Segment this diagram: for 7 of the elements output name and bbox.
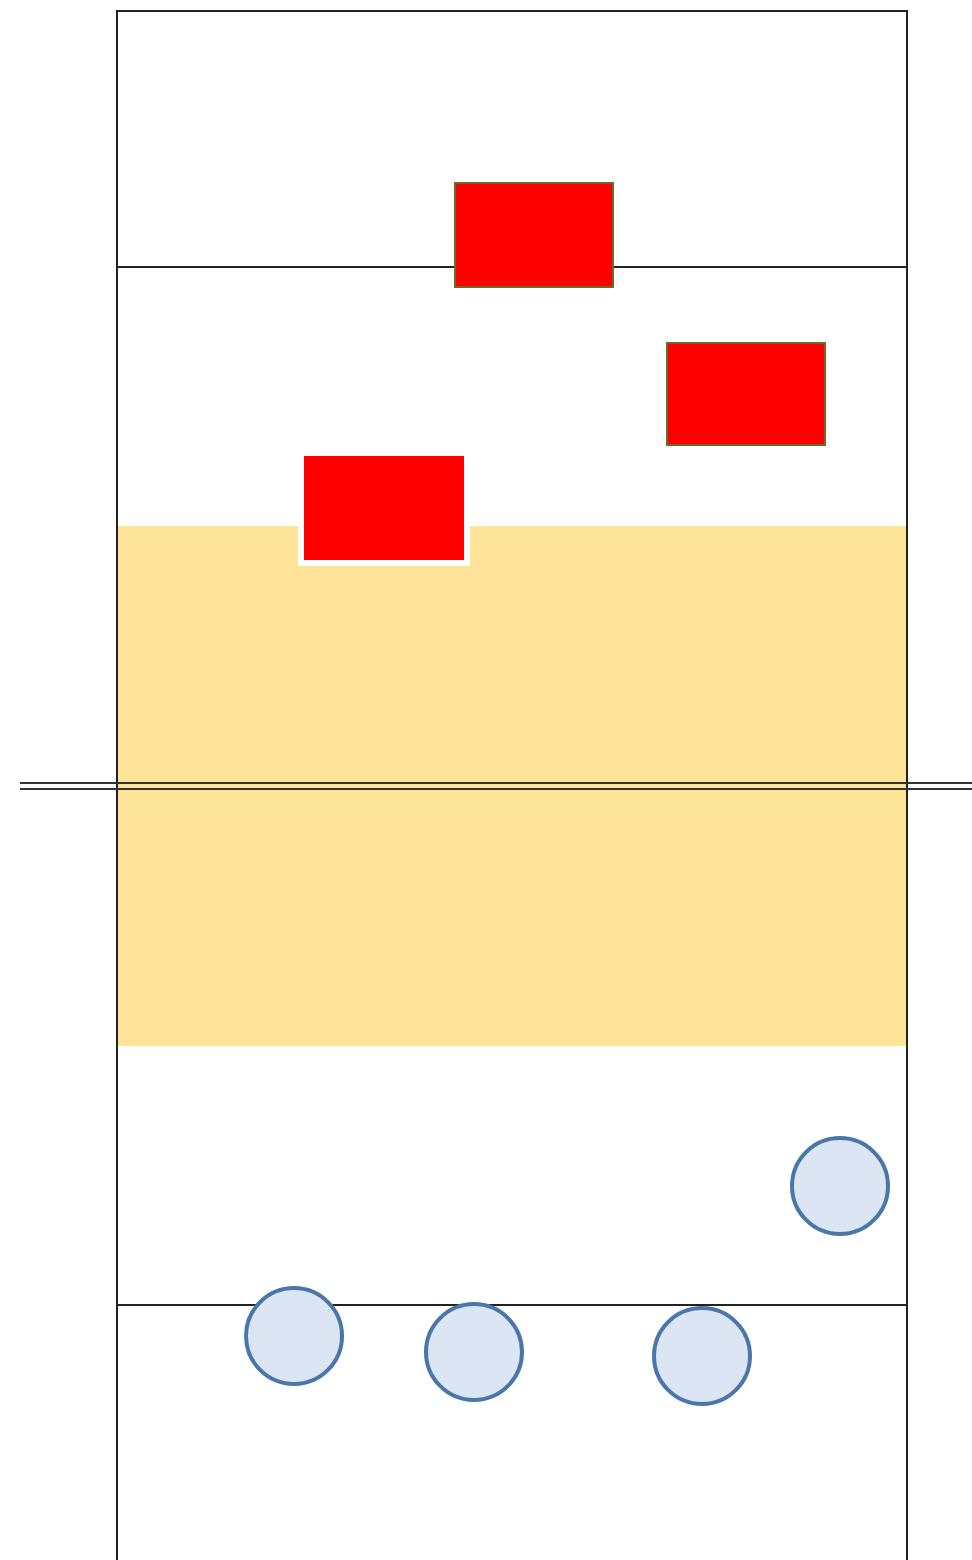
player-circle bbox=[652, 1306, 752, 1406]
player-circle bbox=[790, 1136, 890, 1236]
player-rectangle bbox=[454, 182, 614, 288]
player-circle bbox=[424, 1302, 524, 1402]
player-circle bbox=[244, 1286, 344, 1386]
player-rectangle bbox=[302, 454, 466, 562]
player-rectangle bbox=[666, 342, 826, 446]
